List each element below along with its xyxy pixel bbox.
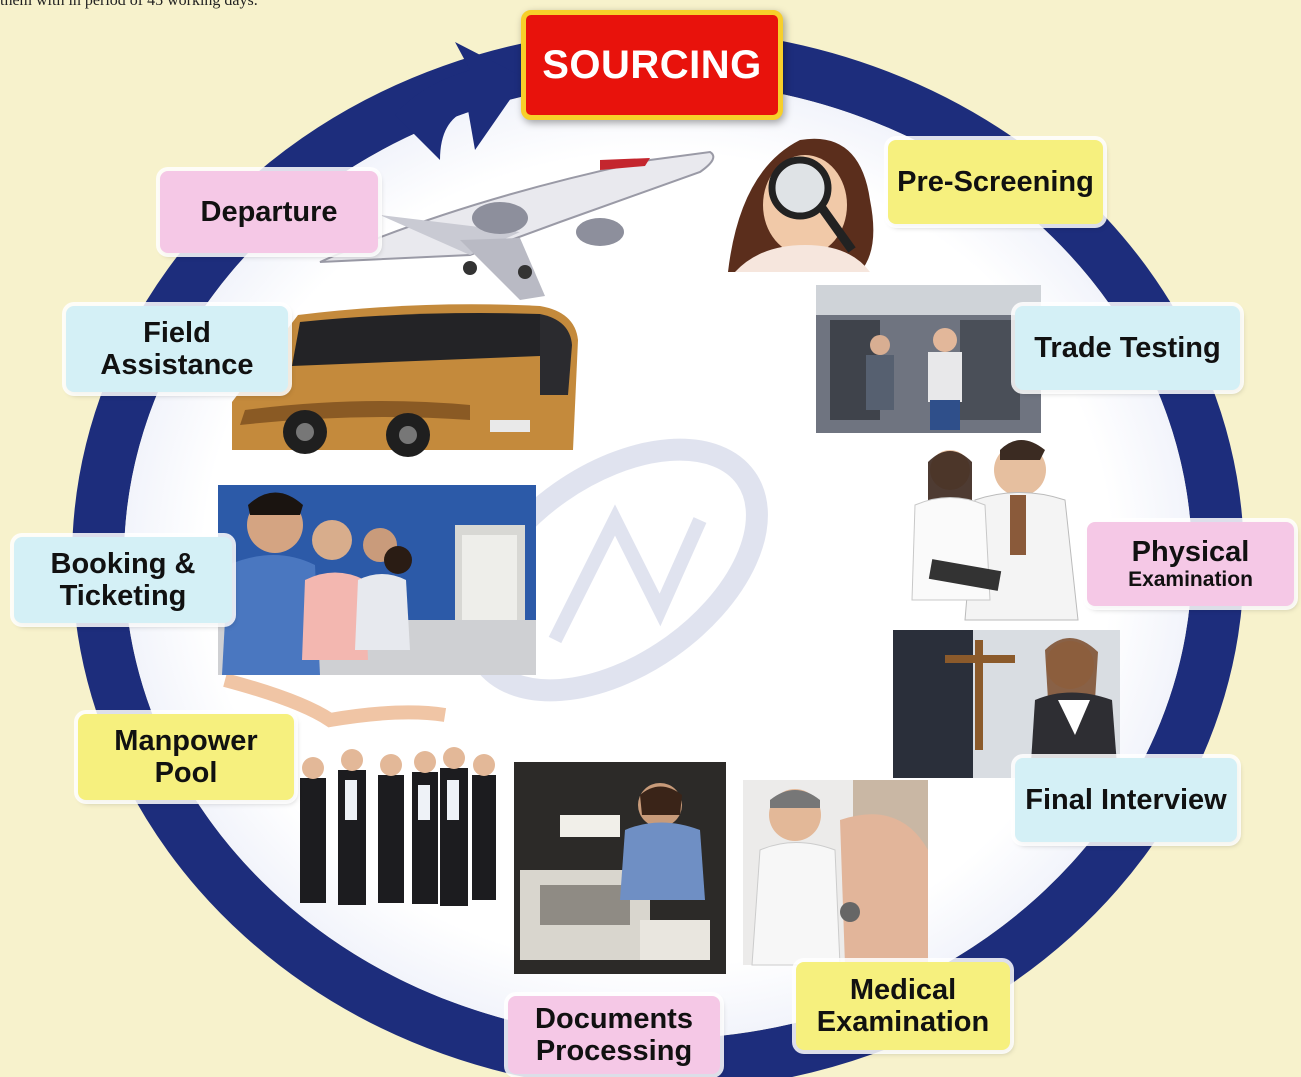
step-physical-examination: Physical Examination bbox=[1087, 522, 1294, 606]
step-final-interview: Final Interview bbox=[1015, 758, 1237, 842]
step-label-line: Examination bbox=[1128, 568, 1253, 592]
step-booking-ticketing: Booking & Ticketing bbox=[14, 537, 232, 623]
step-label-line: Pool bbox=[154, 757, 218, 789]
step-label-line: Booking & bbox=[50, 547, 196, 580]
airplane-image bbox=[319, 150, 715, 300]
step-label-line: Assistance bbox=[100, 349, 254, 381]
step-label-line: Field bbox=[143, 316, 211, 349]
office-documents-image bbox=[514, 762, 726, 974]
stethoscope-exam-image bbox=[743, 780, 928, 966]
step-manpower-pool: Manpower Pool bbox=[78, 714, 294, 800]
step-label-line: Pre-Screening bbox=[897, 165, 1094, 198]
step-label-line: Ticketing bbox=[59, 580, 187, 612]
call-center-image bbox=[218, 485, 536, 675]
step-label-line: Processing bbox=[535, 1035, 693, 1067]
step-label-line: Documents bbox=[535, 1002, 693, 1035]
step-label-line: Medical bbox=[849, 973, 957, 1006]
header-text: them with in period of 45 working days. bbox=[0, 0, 258, 9]
cycle-arrow bbox=[395, 42, 525, 160]
step-label-line: Final Interview bbox=[1025, 783, 1227, 816]
business-people-image bbox=[223, 673, 496, 906]
trade-workshop-image bbox=[816, 285, 1041, 433]
magnifier-woman-image bbox=[728, 138, 874, 272]
step-trade-testing: Trade Testing bbox=[1015, 306, 1240, 390]
step-pre-screening: Pre-Screening bbox=[888, 140, 1103, 224]
step-label-line: Trade Testing bbox=[1034, 331, 1221, 364]
interview-image bbox=[893, 630, 1120, 778]
step-label-line: Departure bbox=[200, 195, 338, 228]
doctors-image bbox=[911, 440, 1079, 621]
bus-image bbox=[232, 304, 578, 457]
step-label-line: Physical bbox=[1131, 536, 1250, 568]
sourcing-label: SOURCING bbox=[521, 10, 783, 120]
step-documents-processing: Documents Processing bbox=[508, 996, 720, 1074]
step-label-line: Examination bbox=[816, 1006, 990, 1038]
step-label-line: Manpower bbox=[114, 724, 258, 757]
step-departure: Departure bbox=[160, 171, 378, 253]
step-medical-examination: Medical Examination bbox=[796, 962, 1010, 1050]
step-field-assistance: Field Assistance bbox=[66, 306, 288, 392]
